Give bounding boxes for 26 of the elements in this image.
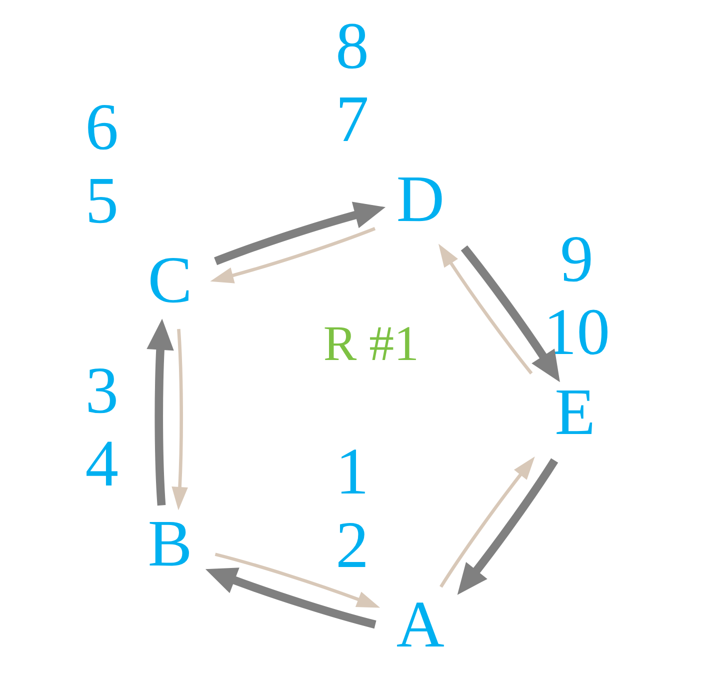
node-text: A: [396, 588, 444, 662]
arrow: [460, 245, 560, 382]
node-label: 1: [335, 436, 368, 509]
label: R #1: [322, 316, 418, 371]
node-text: D: [396, 162, 444, 236]
node-label: 8: [335, 10, 368, 83]
node-text: B: [147, 507, 192, 580]
arrow: [146, 318, 174, 506]
arrow: [439, 456, 534, 588]
arrow: [214, 202, 385, 266]
arrow: [438, 244, 532, 374]
arrow: [214, 552, 380, 608]
node-text: E: [554, 376, 595, 449]
arrow: [204, 568, 376, 629]
node-label: 9: [560, 222, 593, 296]
node-label: 3: [84, 354, 118, 428]
node-label: 2: [335, 508, 368, 582]
node-text: C: [147, 244, 192, 318]
node-label: 7: [335, 83, 368, 156]
arrow: [171, 328, 188, 510]
node-label: 4: [84, 428, 118, 501]
node-label: 5: [84, 164, 118, 238]
node-label: 10: [543, 296, 610, 369]
arrow: [210, 227, 376, 284]
arrow: [456, 458, 558, 595]
node-label: 6: [84, 91, 118, 164]
